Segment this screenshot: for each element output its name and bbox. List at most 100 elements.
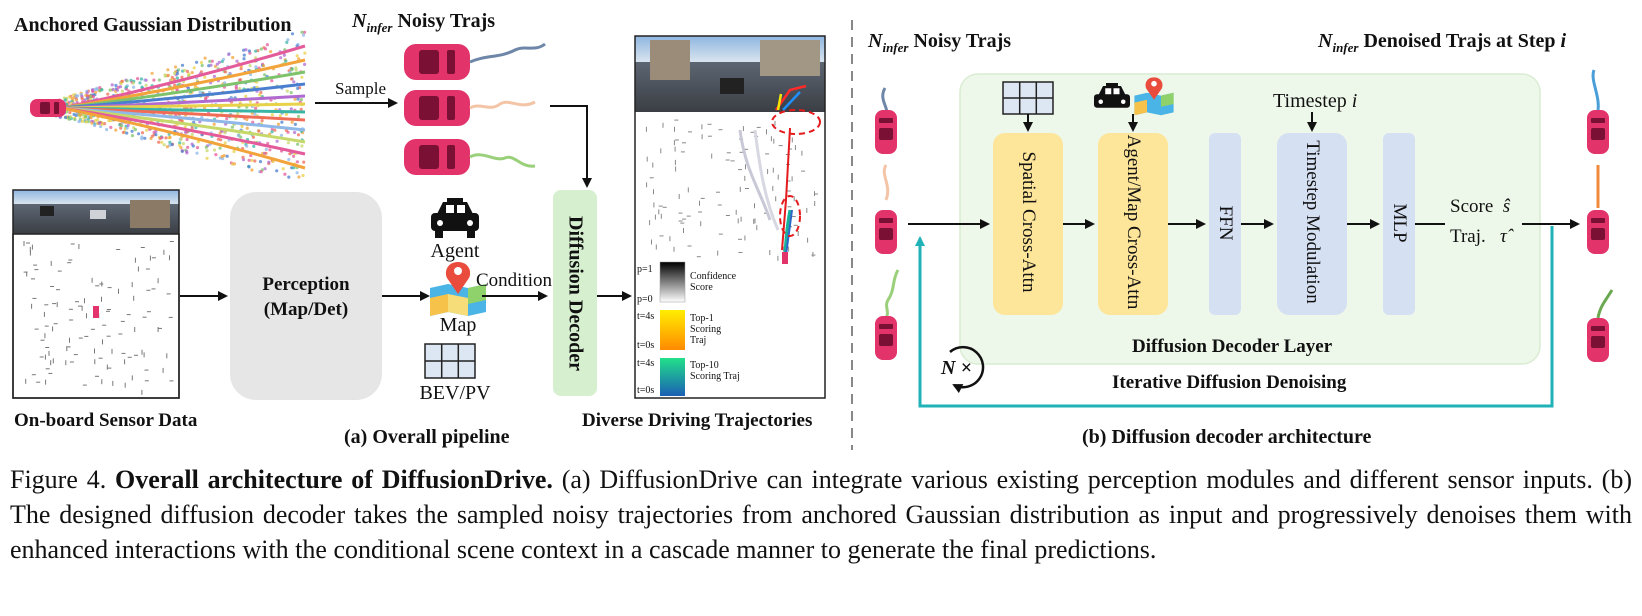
scatter-dot [130,129,134,133]
scatter-dot [168,140,172,144]
scatter-dot [216,137,220,141]
scatter-dot [247,158,251,162]
scatter-dot [293,130,297,135]
scatter-dot [186,86,191,90]
scatter-dot [121,130,125,135]
scatter-dot [289,91,293,95]
scatter-dot [215,62,219,66]
taxi-icon [1094,83,1130,108]
scatter-dot [177,143,182,147]
scatter-dot [300,30,304,34]
scatter-dot [133,128,137,132]
scatter-dot [210,59,214,63]
mlp-block [1383,133,1415,315]
scatter-dot [251,120,255,124]
scatter-dot [185,69,189,73]
scatter-dot [203,75,207,79]
scatter-dot [292,80,296,84]
ffn-block [1209,133,1241,315]
scatter-dot [138,81,142,85]
perception-line2: (Map/Det) [263,299,349,320]
sample-label: Sample [335,79,386,98]
scatter-dot [244,48,248,52]
scatter-dot [275,169,279,173]
legend-top10: Top-10 Scoring Traj [690,360,740,382]
scatter-dot [166,73,170,77]
scatter-dot [303,62,307,66]
scatter-dot [77,120,81,124]
scatter-dot [270,113,274,117]
scatter-dot [245,144,249,148]
noisy-trajs-title: Ninfer Noisy Trajs [352,10,495,36]
noisy-trajs-text: Noisy Trajs [392,10,496,32]
scatter-dot [125,131,129,135]
subcaption-a: (a) Overall pipeline [344,426,510,448]
scatter-dot [85,91,89,95]
scatter-dot [150,71,154,75]
scatter-dot [299,107,303,111]
infer-sub: infer [1332,40,1359,55]
scatter-dot [180,149,184,153]
car-icon [404,139,470,175]
scatter-dot [80,97,84,101]
scatter-dot [110,83,114,87]
scatter-dot [195,151,199,155]
subcaption-b: (b) Diffusion decoder architecture [1082,426,1372,448]
scatter-dot [288,152,292,156]
scatter-dot [120,124,124,128]
perception-block [230,192,382,400]
anchored-title: Anchored Gaussian Distribution [14,14,292,36]
timestep-label: Timestep i [1273,90,1357,113]
scatter-dot [131,81,135,85]
step-symbol: i [1560,30,1567,52]
denoised-text: Denoised Trajs at Step [1358,30,1561,52]
scatter-dot [143,136,147,140]
scatter-dot [173,65,178,69]
map-icon [430,262,486,316]
anchored-gaussian-plot [30,30,307,179]
car-icon [404,44,470,80]
figure-caption: Figure 4. Overall architecture of Diffus… [10,462,1632,567]
scatter-dot [220,154,224,159]
scatter-dot [278,114,282,118]
scatter-dot [292,154,296,158]
scatter-dot [130,134,135,138]
perception-label: Perception (Map/Det) [230,272,382,322]
timestep-modulation-block [1277,133,1347,315]
scatter-dot [173,71,177,75]
scatter-dot [162,143,166,147]
scatter-dot [74,113,78,118]
n-symbol: N [1318,30,1333,52]
scatter-dot [257,129,261,133]
diverse-trajectories-image [634,35,826,399]
scatter-dot [190,126,194,130]
scatter-dot [115,88,119,92]
scatter-dot [89,116,93,120]
scatter-dot [203,56,207,60]
scatter-dot [290,120,294,124]
scatter-dot [137,132,141,136]
car-icon [30,99,66,117]
scatter-dot [106,92,110,96]
scatter-dot [248,64,252,68]
scatter-dot [239,67,243,71]
scatter-dot [252,144,256,148]
score-output: Score ŝ [1450,196,1510,218]
scatter-dot [251,135,255,139]
legend-p0: p=0 [637,294,653,305]
bev-label: BEV/PV [419,382,491,404]
scatter-dot [64,115,68,120]
sensor-image [12,189,180,399]
scatter-dot [267,160,271,164]
scatter-dot [230,125,234,129]
scatter-dot [287,175,291,179]
scatter-dot [276,122,281,126]
scatter-dot [259,170,263,174]
diffusion-decoder-block [553,190,597,396]
legend-top1: Top-1 Scoring Traj [690,313,722,346]
input-noisy-cars [875,87,900,360]
scatter-dot [253,159,257,163]
scatter-dot [198,90,202,95]
traj-symbol: τ̂ [1499,226,1507,247]
scatter-dot [242,53,246,57]
